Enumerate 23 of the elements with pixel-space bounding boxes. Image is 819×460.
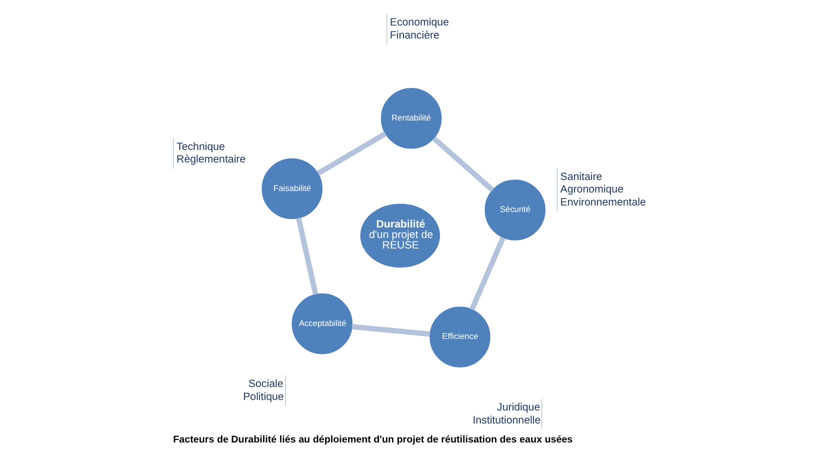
connector	[468, 236, 505, 311]
caption: Facteurs de Durabilité liés au déploiement d'un projet de réutilisation des eaux usées	[172, 434, 572, 446]
connector	[316, 131, 386, 176]
node-ellipse: Durabilité d'un projet de REUSE	[360, 204, 440, 268]
connector	[432, 136, 494, 192]
node-circle: Acceptabilité	[291, 293, 352, 354]
node-circle: Rentabilité	[380, 88, 442, 149]
node-circle: Efficience	[429, 306, 490, 368]
node-label: Institutionnelle	[472, 414, 540, 426]
node-label: Technique	[176, 140, 224, 153]
node-label: Juridique	[496, 401, 540, 414]
connector	[351, 324, 430, 337]
node-label: Sociale	[248, 378, 283, 390]
node-label: Sanitaire	[560, 170, 602, 183]
node-label: Environnementale	[560, 196, 646, 209]
node-label: Financière	[389, 30, 439, 42]
node-label: Economique	[389, 16, 448, 29]
node-circle: Sécurité	[484, 180, 545, 240]
connector	[296, 217, 318, 295]
node-label: Règlementaire	[176, 154, 246, 166]
node-label: Politique	[242, 390, 284, 403]
node-label: Agronomique	[560, 184, 623, 196]
node-circle: Faisabilité	[261, 158, 322, 220]
